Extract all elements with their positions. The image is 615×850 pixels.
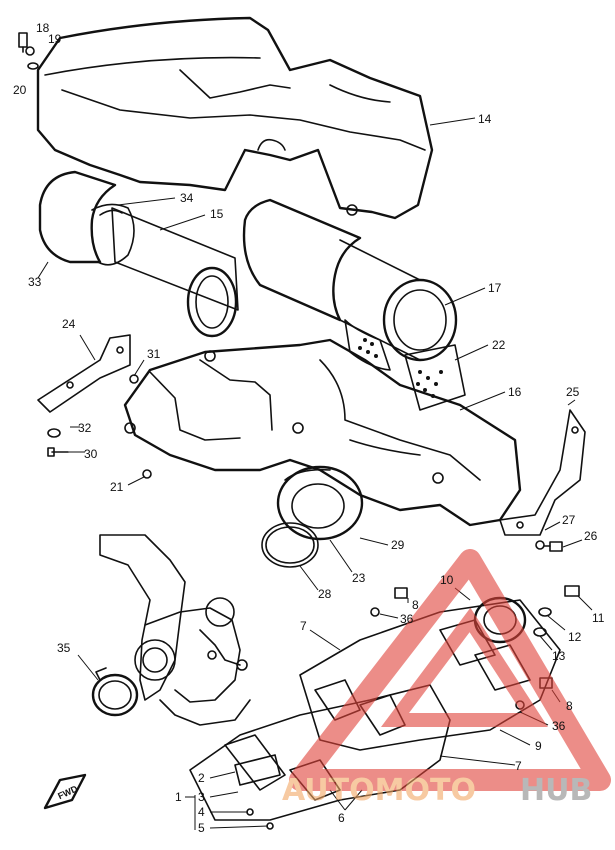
callout-8a: 8 (412, 598, 419, 612)
air-cleaner-cover (36, 16, 434, 220)
callout-10: 10 (440, 573, 454, 587)
watermark-text-automoto: AUTOMOTO (282, 773, 476, 808)
callout-13: 13 (552, 649, 566, 663)
callout-30: 30 (84, 447, 98, 461)
leader-lines (37, 117, 593, 830)
air-cleaner-case-16 (123, 338, 522, 527)
bracket-25 (499, 409, 586, 552)
watermark-logo: AUTOMOTO HUB (282, 549, 611, 808)
callout-20: 20 (13, 83, 27, 97)
callout-29: 29 (391, 538, 405, 552)
callout-17: 17 (488, 281, 502, 295)
callout-34: 34 (180, 191, 194, 205)
callout-27: 27 (562, 513, 576, 527)
callout-labels: 18 19 20 14 34 15 33 17 24 22 31 25 16 3… (13, 21, 605, 835)
callout-2: 2 (198, 771, 205, 785)
band-35 (91, 667, 139, 717)
callout-33: 33 (28, 275, 42, 289)
callout-25: 25 (566, 385, 580, 399)
screw-set-18-20 (18, 32, 39, 70)
callout-35: 35 (57, 641, 71, 655)
callout-1: 1 (175, 790, 182, 804)
callout-16: 16 (508, 385, 522, 399)
callout-5: 5 (198, 821, 205, 835)
callout-19: 19 (48, 32, 62, 46)
callout-32: 32 (78, 421, 92, 435)
filter-element-15 (111, 198, 458, 362)
callout-14: 14 (478, 112, 492, 126)
intake-tube-33 (38, 170, 135, 266)
callout-12: 12 (568, 630, 582, 644)
callout-24: 24 (62, 317, 76, 331)
callout-36a: 36 (400, 612, 414, 626)
callout-18: 18 (36, 21, 50, 35)
perforation-dots (358, 338, 443, 398)
callout-23: 23 (352, 571, 366, 585)
carburetor (99, 534, 251, 726)
callout-7a: 7 (300, 619, 307, 633)
fwd-direction-badge: FWD (43, 773, 87, 810)
joint-29 (261, 465, 364, 568)
callout-36b: 36 (552, 719, 566, 733)
callout-31: 31 (147, 347, 161, 361)
watermark-text-hub: HUB (520, 773, 592, 808)
fwd-badge-text: FWD (56, 783, 79, 801)
callout-9: 9 (535, 739, 542, 753)
callout-7b: 7 (515, 759, 522, 773)
callout-4: 4 (198, 805, 205, 819)
perforated-plate-17-22 (344, 319, 466, 411)
bracket-24 (37, 334, 152, 479)
callout-6: 6 (338, 811, 345, 825)
callout-11: 11 (592, 611, 605, 625)
callout-28: 28 (318, 587, 332, 601)
callout-15: 15 (210, 207, 224, 221)
callout-22: 22 (492, 338, 506, 352)
callout-21: 21 (110, 480, 124, 494)
callout-26: 26 (584, 529, 598, 543)
callout-8b: 8 (566, 699, 573, 713)
callout-3: 3 (198, 790, 205, 804)
